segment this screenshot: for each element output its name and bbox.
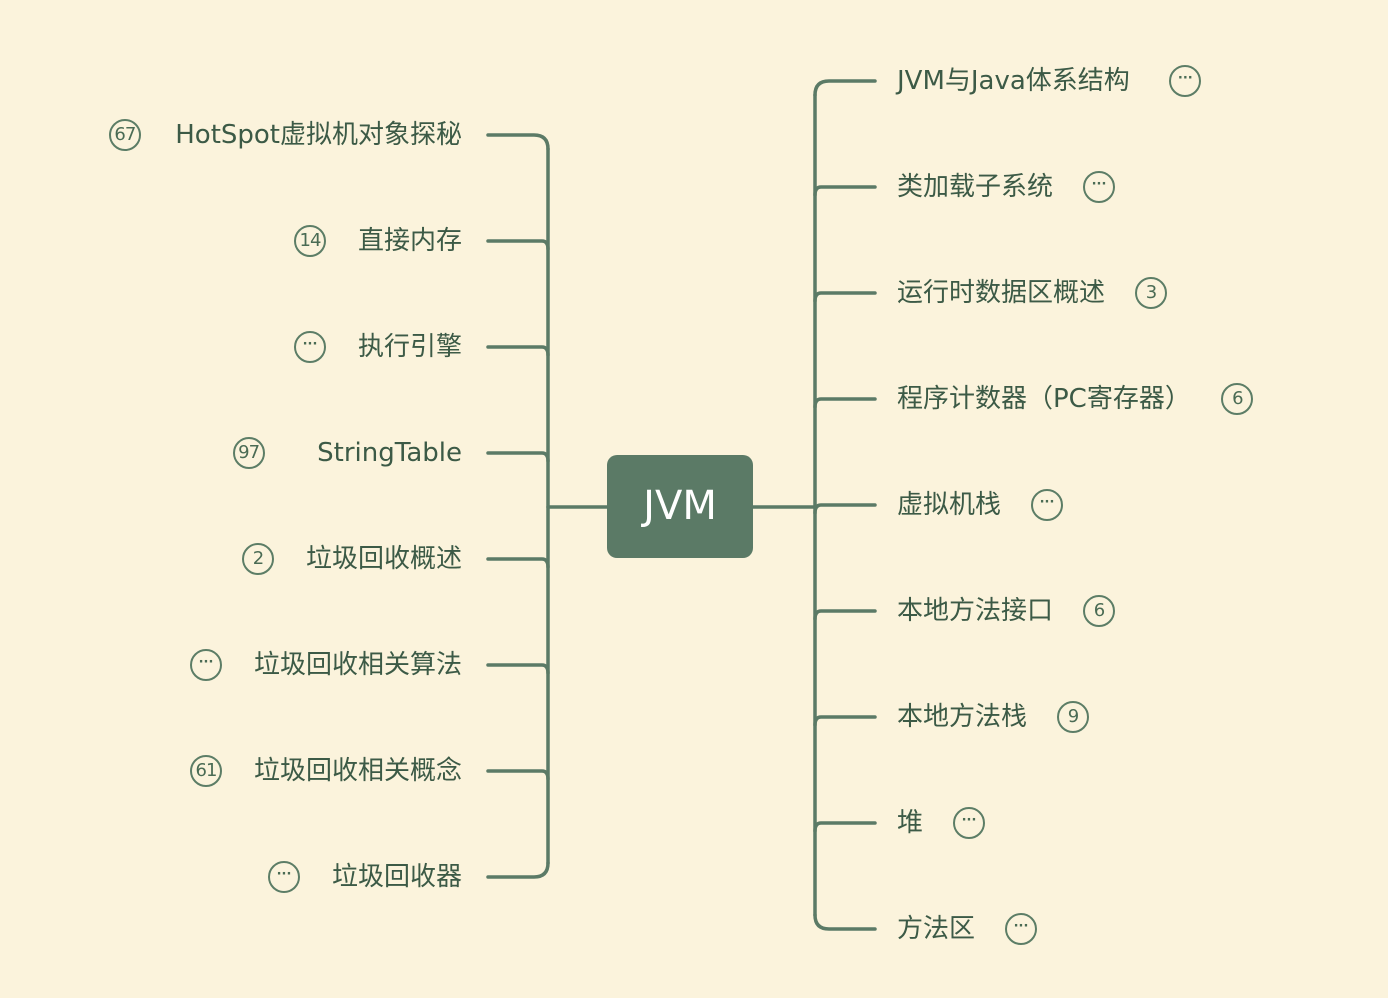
child-count-badge[interactable]: 67: [108, 119, 141, 151]
right-branch-line: [813, 397, 877, 409]
right-branch-label[interactable]: 堆: [897, 808, 924, 838]
left-branch-line: [486, 663, 550, 675]
collapsed-children-icon[interactable]: ···: [1083, 171, 1115, 203]
collapsed-children-icon[interactable]: ···: [1005, 913, 1037, 945]
child-count-badge[interactable]: 9: [1057, 701, 1089, 733]
collapsed-children-icon[interactable]: ···: [1169, 65, 1202, 97]
right-branch-label[interactable]: JVM与Java体系结构: [897, 66, 1130, 96]
right-branch-line: [813, 821, 877, 833]
collapsed-children-icon[interactable]: ···: [190, 649, 222, 681]
right-branch-line: [813, 913, 877, 931]
left-branch-line: [486, 239, 550, 251]
root-node[interactable]: JVM: [607, 455, 753, 558]
left-branch-label[interactable]: 垃圾回收相关概念: [253, 756, 462, 786]
child-count-badge[interactable]: 2: [242, 543, 274, 575]
child-count-badge[interactable]: 14: [294, 225, 326, 257]
left-branch-line: [486, 345, 550, 357]
right-branch-label[interactable]: 方法区: [897, 914, 976, 944]
child-count-badge[interactable]: 6: [1221, 383, 1254, 415]
right-branch-label[interactable]: 程序计数器（PC寄存器）: [897, 384, 1191, 414]
left-branch-label[interactable]: 执行引擎: [357, 332, 462, 362]
right-branch-line: [813, 503, 877, 515]
right-branch-line: [813, 79, 877, 97]
left-branch-label[interactable]: HotSpot虚拟机对象探秘: [175, 120, 462, 150]
collapsed-children-icon[interactable]: ···: [1031, 489, 1063, 521]
left-branch-label[interactable]: 垃圾回收器: [331, 862, 462, 892]
right-branch-label[interactable]: 虚拟机栈: [897, 490, 1002, 520]
right-branch-line: [813, 185, 877, 197]
left-branch-label[interactable]: 垃圾回收概述: [305, 544, 462, 574]
right-branch-line: [813, 609, 877, 621]
right-branch-label[interactable]: 本地方法接口: [897, 596, 1054, 626]
child-count-badge[interactable]: 3: [1135, 277, 1167, 309]
right-branch-label[interactable]: 运行时数据区概述: [897, 278, 1106, 308]
left-branch-line: [486, 557, 550, 569]
right-branch-line: [813, 715, 877, 727]
left-branch-line: [486, 769, 550, 781]
left-branch-label[interactable]: 直接内存: [357, 226, 462, 256]
left-branch-line: [486, 133, 550, 151]
left-branch-label[interactable]: 垃圾回收相关算法: [253, 650, 462, 680]
left-branch-line: [486, 861, 550, 879]
collapsed-children-icon[interactable]: ···: [953, 807, 985, 839]
right-branch-label[interactable]: 本地方法栈: [897, 702, 1028, 732]
collapsed-children-icon[interactable]: ···: [268, 861, 300, 893]
child-count-badge[interactable]: 6: [1083, 595, 1115, 627]
right-branch-line: [813, 291, 877, 303]
right-branch-label[interactable]: 类加载子系统: [897, 172, 1054, 202]
left-branch-label[interactable]: StringTable: [317, 438, 462, 468]
child-count-badge[interactable]: 97: [232, 437, 265, 469]
collapsed-children-icon[interactable]: ···: [294, 331, 326, 363]
left-branch-line: [486, 451, 550, 463]
child-count-badge[interactable]: 61: [190, 755, 222, 787]
